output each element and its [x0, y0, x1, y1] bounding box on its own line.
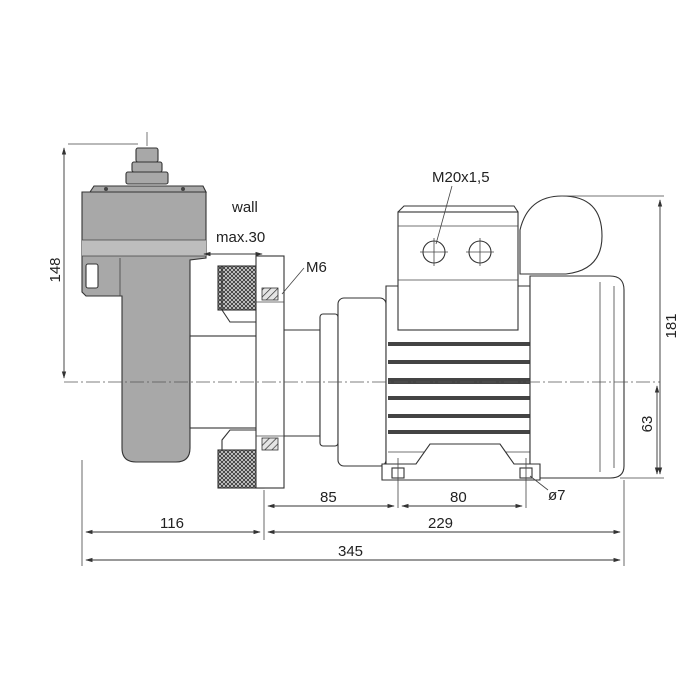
- terminal-box: [397, 211, 519, 331]
- dimension-148: 148: [47, 257, 64, 282]
- top-bolt: [135, 147, 159, 163]
- side-port: [85, 263, 99, 289]
- motor-feet: [381, 443, 541, 481]
- label-m6: M6: [306, 259, 327, 276]
- dimension-229: 229: [428, 515, 453, 532]
- cable-gland-left: [420, 238, 448, 266]
- cable-gland-right: [466, 238, 494, 266]
- capacitor: [519, 195, 603, 275]
- dimension-7-dia: ø7: [548, 487, 566, 504]
- label-max-30: max.30: [216, 229, 265, 246]
- pump-head: [81, 132, 207, 463]
- dimension-80: 80: [450, 489, 467, 506]
- dimension-116: 116: [160, 515, 184, 532]
- pump-casing: [81, 191, 207, 463]
- label-wall: wall: [231, 199, 258, 216]
- dimension-345: 345: [338, 543, 363, 560]
- dimension-lines: [61, 143, 664, 566]
- dimension-181: 181: [663, 313, 680, 338]
- label-m20x1-5: M20x1,5: [432, 169, 490, 186]
- electric-motor: [284, 195, 625, 481]
- wall-section: [189, 255, 285, 489]
- dimension-85: 85: [320, 489, 337, 506]
- dimension-63: 63: [639, 416, 656, 433]
